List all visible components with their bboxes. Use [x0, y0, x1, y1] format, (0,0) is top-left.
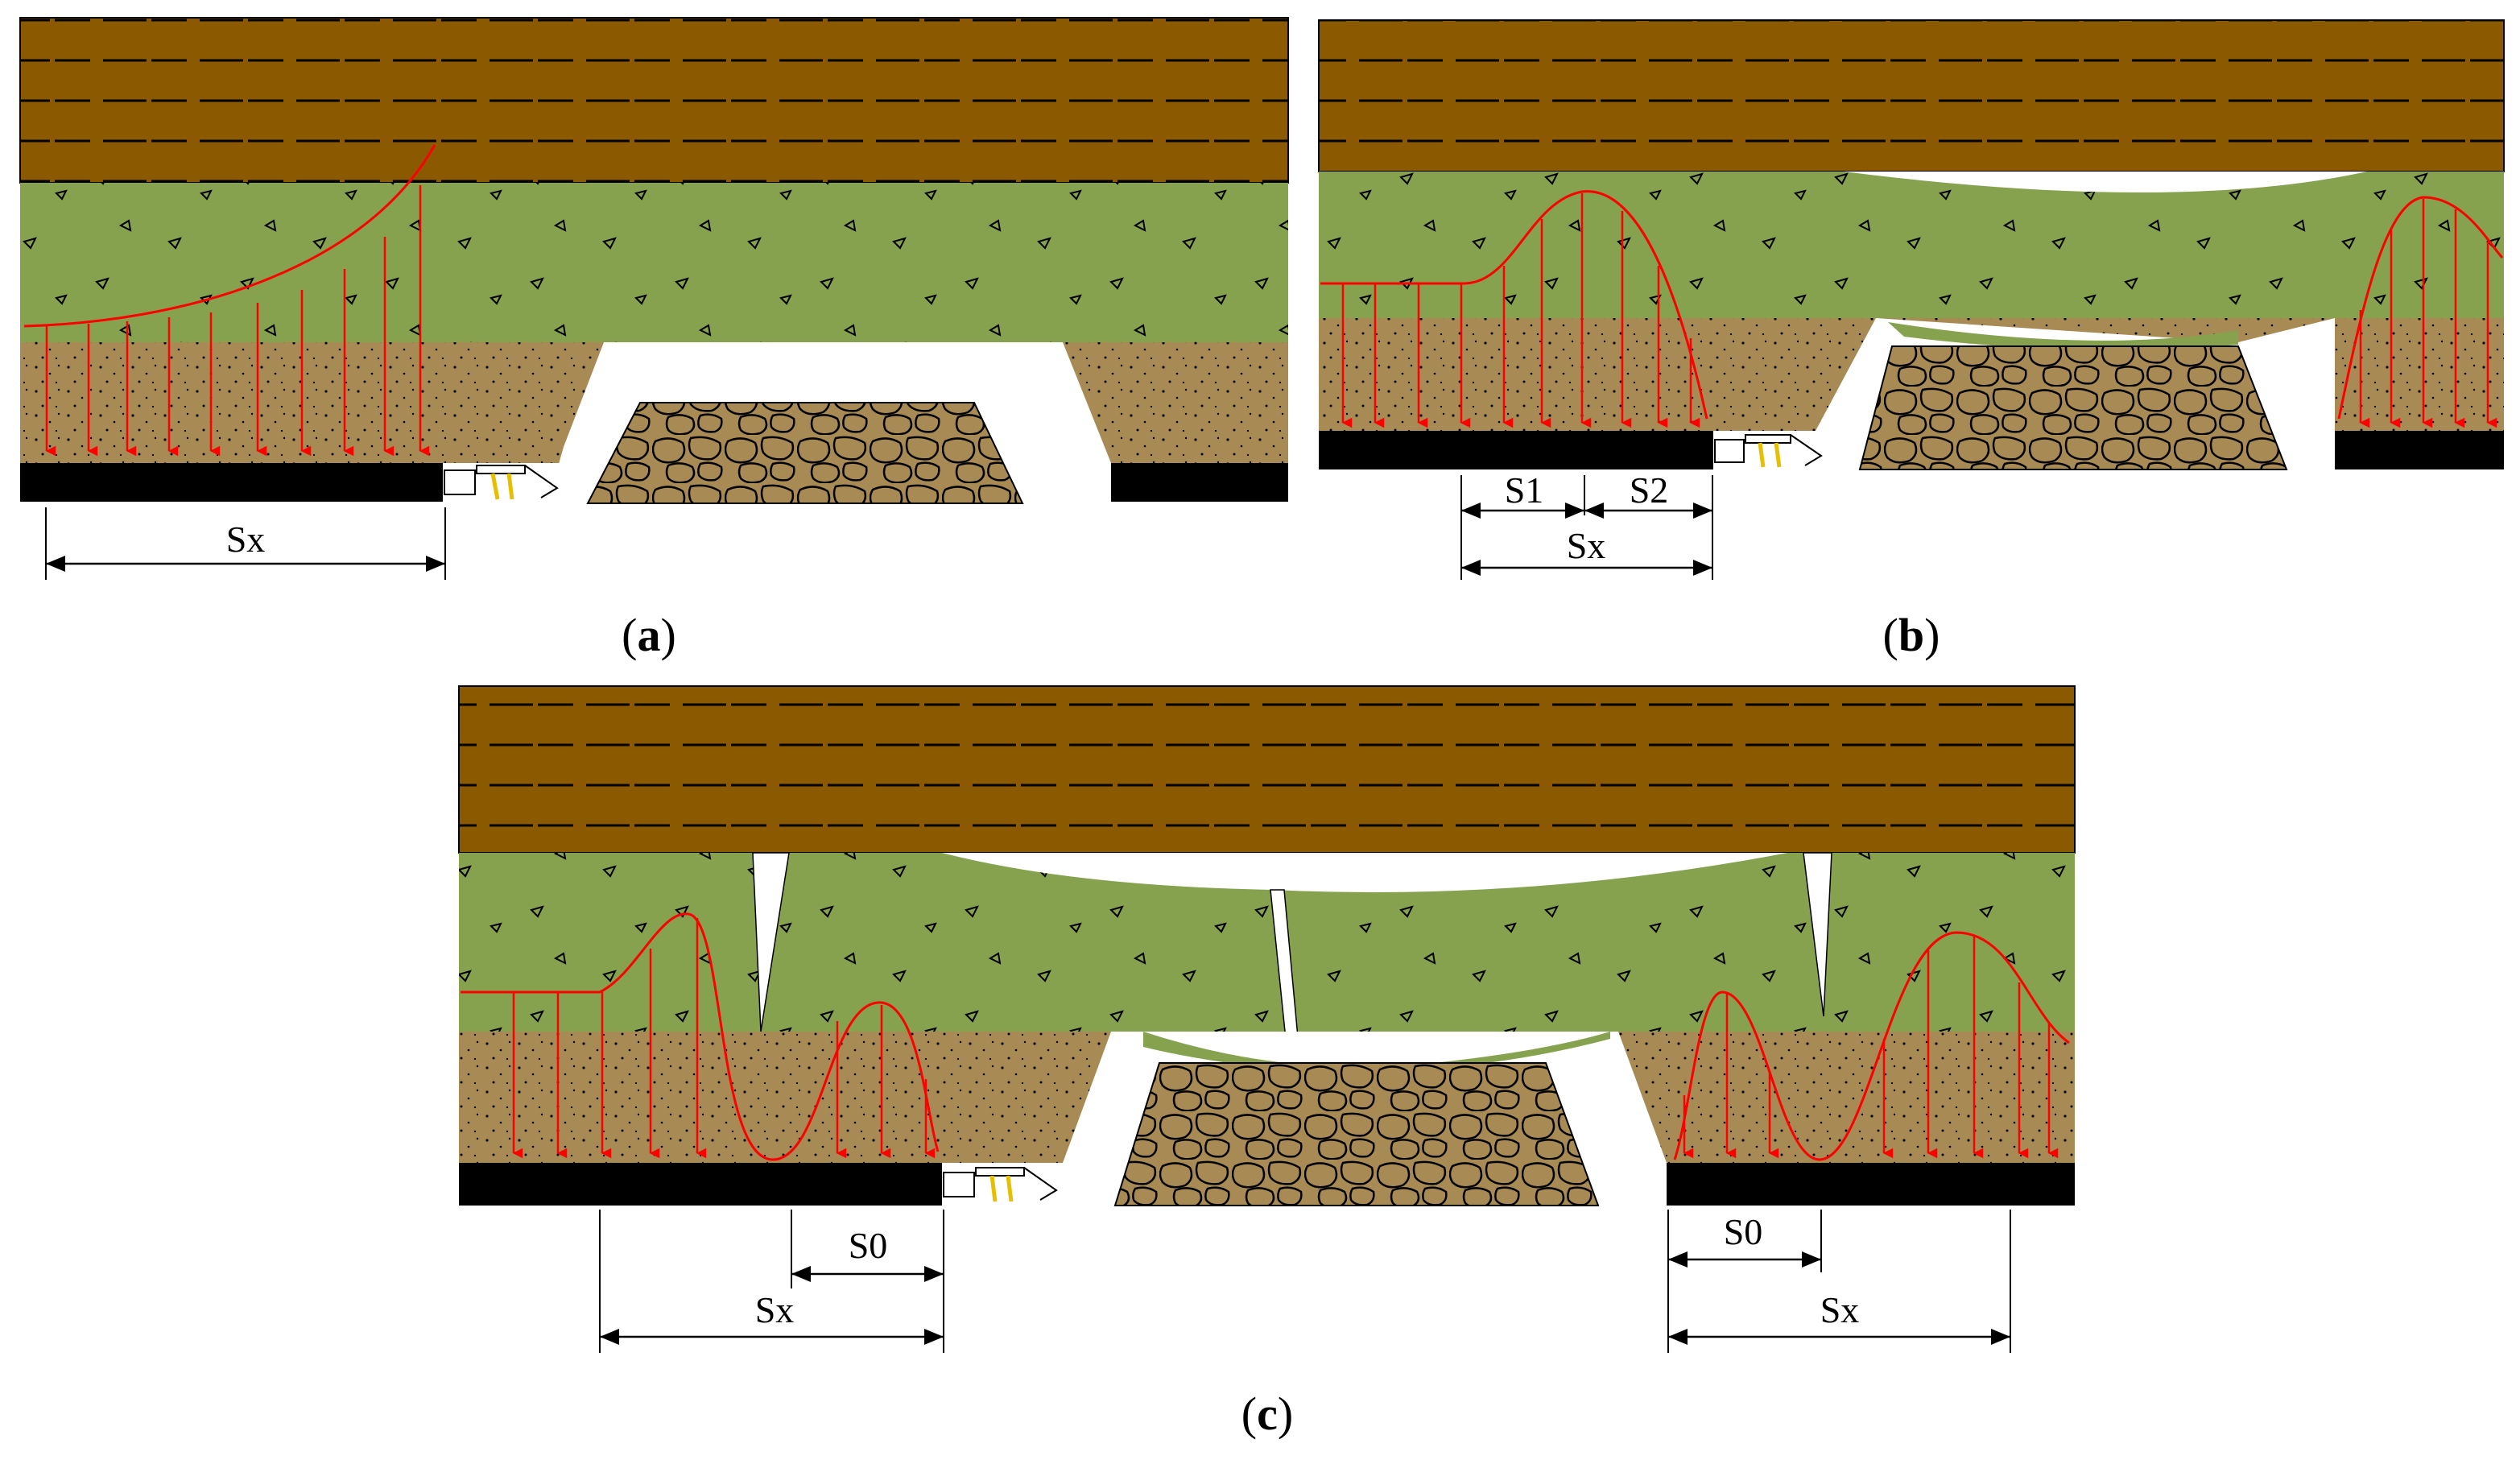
dimension-group-right — [1667, 1210, 2011, 1353]
support-icon — [943, 1167, 1058, 1202]
dim-label-sx: Sx — [1567, 525, 1606, 566]
stress-arrows — [45, 185, 430, 457]
stress-curve-left — [1320, 190, 1708, 420]
caption-b: (b) — [1883, 609, 1940, 661]
support-icon — [1714, 434, 1823, 468]
gob-rubble — [1858, 345, 2288, 470]
dim-label-sx-right: Sx — [1820, 1289, 1860, 1330]
coal-seam-right — [1667, 1163, 2075, 1206]
panel-b: S1 S2 Sx (b) — [1318, 19, 2505, 661]
caption-a: (a) — [622, 609, 676, 661]
gob-rubble — [1113, 1062, 1600, 1206]
mudstone-dashes — [459, 686, 2075, 853]
coal-seam-right — [2335, 431, 2504, 469]
stress-arrows-right — [1683, 936, 2059, 1159]
dim-label-sx: Sx — [226, 519, 266, 560]
dim-label-s0-left: S0 — [849, 1225, 888, 1266]
stress-curve-right — [1673, 931, 2070, 1161]
support-icon — [444, 465, 559, 500]
dimension-group — [1460, 475, 1713, 580]
stress-arrows-right — [2359, 199, 2497, 428]
dimension-group-left — [599, 1210, 944, 1353]
caption-c: (c) — [1241, 1388, 1293, 1440]
mudstone-dashes — [1319, 20, 2504, 172]
stress-curve-right — [2337, 196, 2504, 420]
stress-curve — [23, 144, 436, 328]
dim-label-s2: S2 — [1630, 469, 1669, 511]
fracture-right — [1803, 852, 1832, 1017]
gob-rubble — [586, 402, 1024, 504]
fracture-left — [752, 852, 790, 1032]
sandstone-texture — [20, 183, 1288, 342]
caved-sandstone — [1888, 322, 2238, 350]
dim-label-s1: S1 — [1505, 469, 1544, 511]
coal-seam-left — [1319, 431, 1713, 469]
sandstone-texture — [1319, 172, 2504, 318]
separation-void — [942, 853, 1787, 892]
coal-seam-left — [20, 463, 443, 502]
panel-a: Sx (a) — [19, 17, 1289, 661]
stress-arrows-left — [512, 918, 936, 1159]
stress-curve-left — [461, 912, 940, 1161]
dim-label-sx-left: Sx — [755, 1289, 795, 1330]
stress-arrows-left — [1341, 193, 1700, 428]
dimension-sx: Sx — [45, 507, 446, 580]
separation-void — [1844, 172, 2367, 192]
dim-label-s0-right: S0 — [1724, 1211, 1763, 1252]
coal-seam-left — [459, 1163, 942, 1206]
coal-seam-right — [1111, 463, 1288, 502]
mudstone-dashes — [20, 18, 1288, 183]
panel-c: S0 Sx S0 Sx (c) — [458, 685, 2076, 1440]
